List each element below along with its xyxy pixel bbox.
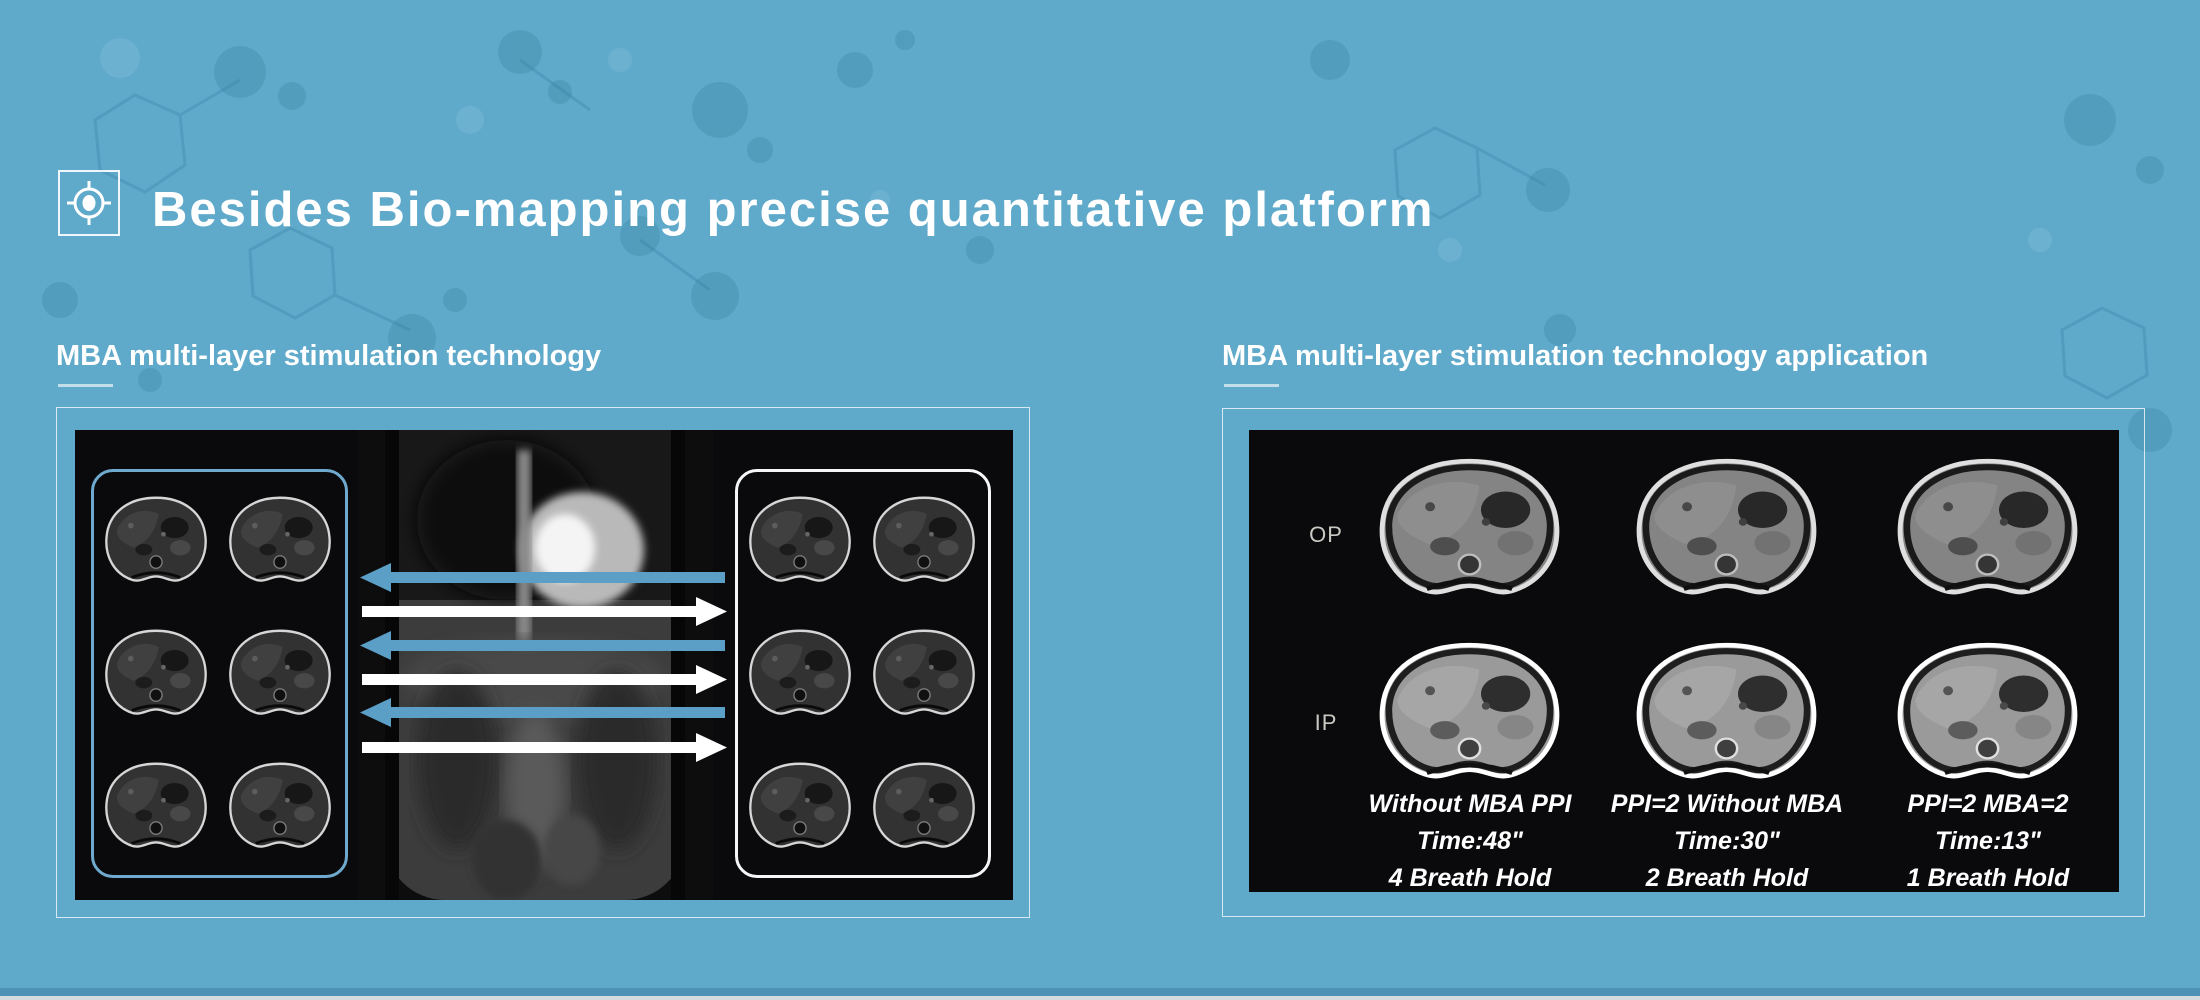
- caption-line: Time:30": [1674, 827, 1780, 855]
- right-panel-figure: OP IP Without MBA PPI Time:48" 4 Breath …: [1249, 430, 2119, 892]
- left-section-heading: MBA multi-layer stimulation technology: [56, 340, 602, 372]
- right-panel-frame: [1222, 408, 2145, 917]
- mri-image-ip: [1889, 636, 2086, 788]
- source-stack-outline: [91, 469, 348, 878]
- row-label-op: OP: [1309, 522, 1343, 547]
- left-panel-frame: [56, 407, 1030, 918]
- mri-image-ip: [1371, 636, 1568, 788]
- caption-line: 1 Breath Hold: [1906, 864, 2070, 892]
- white-right-arrow-icon: [362, 597, 727, 762]
- scan-direction-arrows: [360, 563, 727, 762]
- caption-column-1: Without MBA PPI Time:48" 4 Breath Hold: [1300, 786, 1640, 897]
- row-label-ip: IP: [1314, 710, 1338, 735]
- caption-line: 2 Breath Hold: [1645, 864, 1809, 892]
- caption-column-3: PPI=2 MBA=2 Time:13" 1 Breath Hold: [1818, 786, 2158, 897]
- caption-line: Without MBA PPI: [1368, 790, 1572, 818]
- mri-image-op: [1889, 452, 2086, 604]
- mri-image-ip: [1628, 636, 1825, 788]
- caption-line: PPI=2 MBA=2: [1907, 790, 2069, 818]
- coronal-mri-image: [357, 430, 713, 900]
- result-stack-outline: [735, 469, 991, 878]
- left-heading-underline: [58, 384, 113, 387]
- left-panel-figure: [75, 430, 1013, 900]
- target-icon: [58, 170, 120, 236]
- caption-column-2: PPI=2 Without MBA Time:30" 2 Breath Hold: [1557, 786, 1897, 897]
- caption-line: 4 Breath Hold: [1388, 864, 1552, 892]
- caption-line: Time:48": [1417, 827, 1523, 855]
- target-icon-glyph: [67, 181, 111, 225]
- page-title: Besides Bio-mapping precise quantitative…: [152, 183, 1435, 237]
- right-section-heading: MBA multi-layer stimulation technology a…: [1222, 340, 1929, 372]
- bottom-edge-line: [0, 996, 2200, 1000]
- right-heading-underline: [1224, 384, 1279, 387]
- bottom-accent-bar: [0, 988, 2200, 996]
- mri-image-op: [1628, 452, 1825, 604]
- caption-line: PPI=2 Without MBA: [1610, 790, 1844, 818]
- caption-line: Time:13": [1935, 827, 2041, 855]
- blue-left-arrow-icon: [360, 563, 725, 727]
- mri-image-op: [1371, 452, 1568, 604]
